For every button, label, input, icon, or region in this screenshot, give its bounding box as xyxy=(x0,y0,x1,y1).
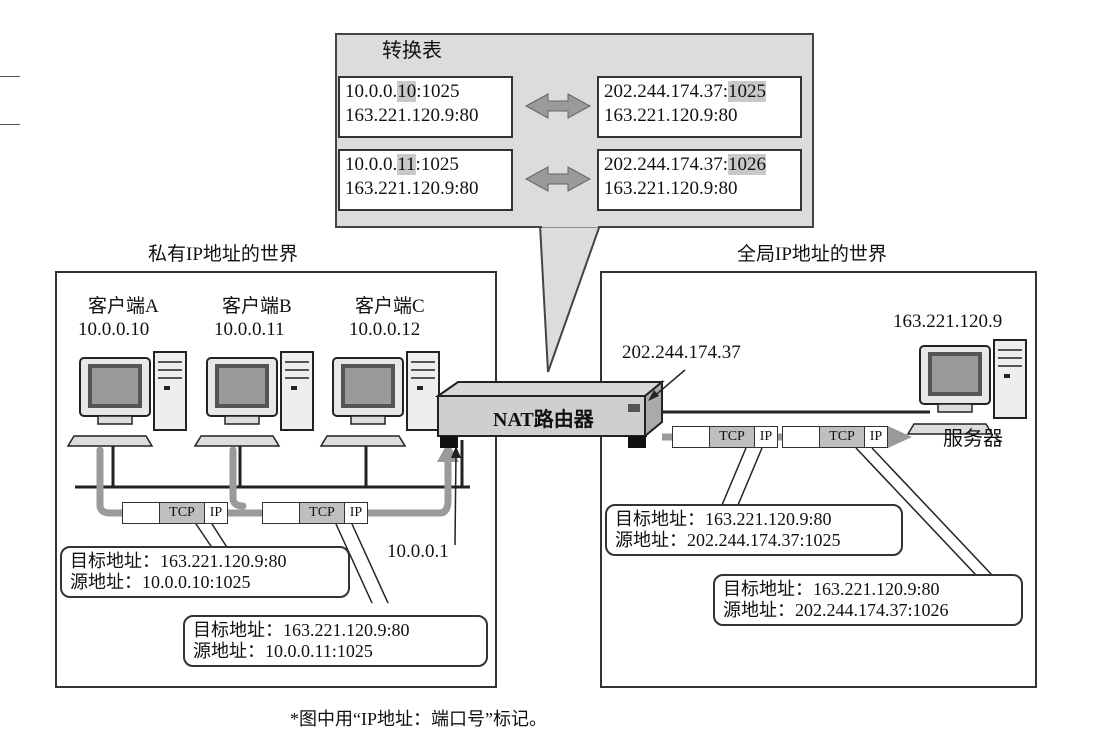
client-b-ip: 10.0.0.11 xyxy=(214,319,285,340)
translation-table-title: 转换表 xyxy=(382,40,442,62)
client-b-computer-icon xyxy=(194,351,314,447)
flow-arrowhead-server xyxy=(888,426,912,448)
server-ip: 163.221.120.9 xyxy=(893,311,1003,332)
packet-global-1: TCP IP xyxy=(672,426,778,448)
table-row-2-global: 202.244.174.37:1026 163.221.120.9:80 xyxy=(597,149,802,211)
address-destination: 目标地址：163.221.120.9:80 xyxy=(193,620,410,640)
packet-client-a: TCP IP xyxy=(122,502,228,524)
packet-ip-segment: IP xyxy=(204,503,227,523)
nat-router-label: NAT路由器 xyxy=(493,409,594,431)
packet-tcp-segment: TCP xyxy=(159,503,204,523)
nat-router-icon xyxy=(434,379,665,448)
packet-client-b: TCP IP xyxy=(262,502,368,524)
packet-ip-segment: IP xyxy=(864,427,887,447)
outer-ip-pointer xyxy=(651,369,686,399)
address-source: 源地址：202.244.174.37:1026 xyxy=(723,600,949,620)
client-c-ip: 10.0.0.12 xyxy=(349,319,421,340)
router-inner-ip: 10.0.0.1 xyxy=(387,541,449,562)
mapping-arrow-1 xyxy=(524,93,592,119)
packet-global-2: TCP IP xyxy=(782,426,888,448)
client-b-name: 客户端B xyxy=(222,296,292,317)
address-box-client-b: 目标地址：163.221.120.9:80 源地址：10.0.0.11:1025 xyxy=(183,615,488,667)
footnote: *图中用“IP地址：端口号”标记。 xyxy=(290,709,547,729)
packet-tcp-segment: TCP xyxy=(819,427,864,447)
client-a-name: 客户端A xyxy=(88,296,159,317)
server-computer-icon xyxy=(907,339,1027,435)
private-world-title: 私有IP地址的世界 xyxy=(148,244,298,265)
router-outer-ip: 202.244.174.37 xyxy=(622,342,741,363)
global-world-title: 全局IP地址的世界 xyxy=(737,244,887,265)
address-destination: 目标地址：163.221.120.9:80 xyxy=(615,509,832,529)
client-a-computer-icon xyxy=(67,351,187,447)
margin-mark-bottom xyxy=(0,124,20,125)
packet-tcp-segment: TCP xyxy=(299,503,344,523)
packet-ip-segment: IP xyxy=(754,427,777,447)
address-box-global-2: 目标地址：163.221.120.9:80 源地址：202.244.174.37… xyxy=(713,574,1023,626)
table-row-2-private: 10.0.0.11:1025 163.221.120.9:80 xyxy=(338,149,513,211)
mapping-arrow-2 xyxy=(524,166,592,192)
packet-ip-segment: IP xyxy=(344,503,367,523)
inner-ip-pointer xyxy=(454,451,457,546)
address-destination: 目标地址：163.221.120.9:80 xyxy=(70,551,287,571)
packet-tcp-segment: TCP xyxy=(709,427,754,447)
table-row-1-global: 202.244.174.37:1025 163.221.120.9:80 xyxy=(597,76,802,138)
server-label: 服务器 xyxy=(943,428,1003,450)
table-row-1-private: 10.0.0.10:1025 163.221.120.9:80 xyxy=(338,76,513,138)
client-a-ip: 10.0.0.10 xyxy=(78,319,150,340)
address-source: 源地址：202.244.174.37:1025 xyxy=(615,530,841,550)
address-box-global-1: 目标地址：163.221.120.9:80 源地址：202.244.174.37… xyxy=(605,504,903,556)
client-c-computer-icon xyxy=(320,351,440,447)
address-source: 源地址：10.0.0.11:1025 xyxy=(193,641,373,661)
flow-arrow-client-b xyxy=(229,446,247,510)
address-destination: 目标地址：163.221.120.9:80 xyxy=(723,579,940,599)
client-c-name: 客户端C xyxy=(355,296,425,317)
margin-mark-top xyxy=(0,76,20,77)
address-source: 源地址：10.0.0.10:1025 xyxy=(70,572,251,592)
address-box-client-a: 目标地址：163.221.120.9:80 源地址：10.0.0.10:1025 xyxy=(60,546,350,598)
